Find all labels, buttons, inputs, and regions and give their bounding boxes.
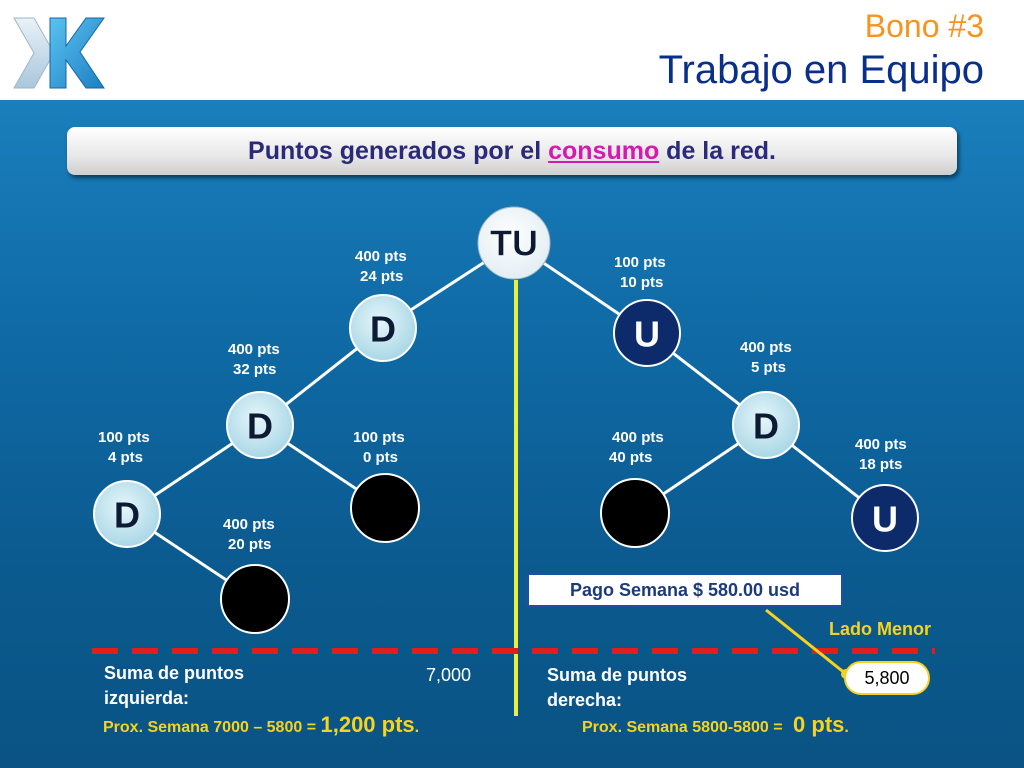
points-value: 400 pts [223,516,275,533]
points-value: 400 pts [612,429,664,446]
callout-connector [765,608,847,676]
node-empty-right2-child [600,478,670,548]
points-earned: 4 pts [108,449,144,466]
points-label-right-2-child: 400 pts 40 pts [609,428,664,468]
points-value: 400 pts [855,436,907,453]
points-earned: 32 pts [233,361,277,378]
left-calc-result: 1,200 pts [320,712,415,737]
points-value: 400 pts [740,339,792,356]
points-label-right-3: 400 pts 18 pts [855,435,907,475]
points-earned: 24 pts [360,268,404,285]
points-earned: 10 pts [620,274,664,291]
lesser-side-label: Lado Menor [829,619,931,639]
points-label-left-3: 100 pts 4 pts [98,428,150,468]
right-sum-value: 5,800 [844,661,930,695]
right-sum-label: Suma de puntos derecha: [547,663,687,713]
right-sum-line2: derecha: [547,690,623,710]
points-earned: 18 pts [859,456,903,473]
topic-banner: Puntos generados por el consumo de la re… [67,127,957,175]
left-calc-text: Prox. Semana 7000 – 5800 = [103,719,321,736]
node-right-1: U [613,299,681,367]
points-label-left-2: 400 pts 32 pts [228,340,280,380]
node-right-3-label: U [872,499,898,540]
left-sum-line2: izquierda: [104,688,190,708]
weekly-payment-box: Pago Semana $ 580.00 usd [527,573,843,607]
left-calc-end: . [414,719,420,736]
points-label-left-2-child: 100 pts 0 pts [353,428,405,468]
points-label-right-1: 100 pts 10 pts [614,253,666,293]
right-next-week-calc: Prox. Semana 5800-5800 = 0 pts. [582,712,849,738]
points-value: 100 pts [614,254,666,271]
k-logo-icon [13,17,105,89]
points-value: 400 pts [355,248,407,265]
left-sum-label: Suma de puntos izquierda: [104,661,244,711]
node-root-label: TU [490,223,538,264]
node-right-1-label: U [634,314,660,355]
node-right-2: D [732,391,800,459]
node-left-2: D [226,391,294,459]
points-value: 400 pts [228,341,280,358]
node-empty-left3-child [220,564,290,634]
right-calc-text: Prox. Semana 5800-5800 = [582,719,788,736]
points-earned: 40 pts [609,449,653,466]
left-sum-value: 7,000 [426,665,472,685]
points-value: 100 pts [353,429,405,446]
slide-subtitle: Bono #3 [864,8,984,44]
left-next-week-calc: Prox. Semana 7000 – 5800 = 1,200 pts. [103,712,419,738]
points-earned: 20 pts [228,536,272,553]
points-earned: 0 pts [363,449,399,466]
node-empty-left2-child [350,473,420,543]
node-left-3: D [93,480,161,548]
node-root: TU [477,206,551,280]
points-label-right-2: 400 pts 5 pts [740,338,792,378]
header-area [0,0,1024,100]
banner-text-end: de la red. [659,137,776,165]
banner-text-start: Puntos generados por el [248,137,549,165]
node-right-3: U [851,484,919,552]
points-earned: 5 pts [751,359,787,376]
points-label-left-1: 400 pts 24 pts [355,247,407,287]
node-left-1-label: D [370,309,396,350]
node-right-2-label: D [753,406,779,447]
right-calc-result: 0 pts [793,712,845,737]
points-label-left-3-child: 400 pts 20 pts [223,515,275,555]
node-left-3-label: D [114,495,140,536]
points-value: 100 pts [98,429,150,446]
slide-title: Trabajo en Equipo [658,48,984,92]
left-sum-line1: Suma de puntos [104,663,245,683]
node-left-2-label: D [247,406,273,447]
banner-highlight: consumo [548,137,660,165]
right-calc-end: . [844,719,849,736]
node-left-1: D [349,294,417,362]
right-sum-line1: Suma de puntos [547,665,688,685]
